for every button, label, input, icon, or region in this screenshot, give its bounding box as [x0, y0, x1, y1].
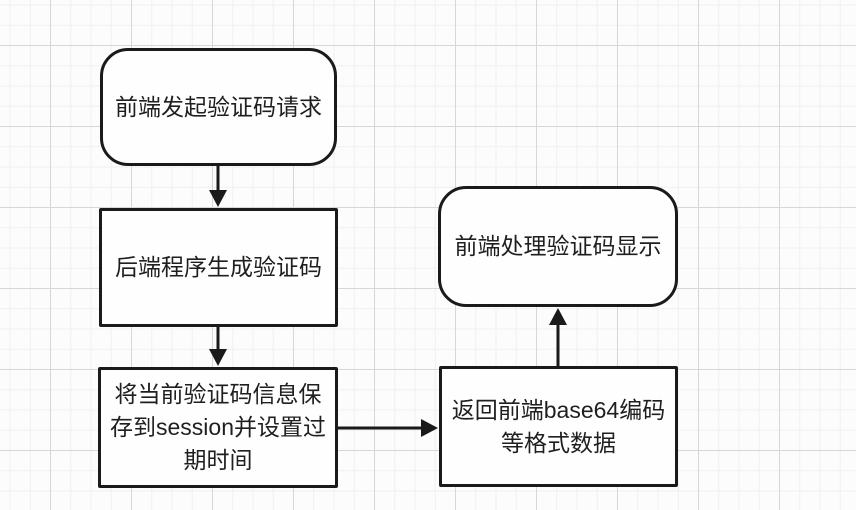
arrowhead-down-icon	[209, 349, 227, 366]
arrow-n4-n5	[549, 308, 567, 366]
node-label: 后端程序生成验证码	[115, 254, 322, 280]
node-label: 将当前验证码信息保 存到session并设置过 期时间	[110, 381, 326, 473]
node-label: 前端处理验证码显示	[454, 233, 662, 259]
flow-node-backend-generate: 后端程序生成验证码	[99, 208, 338, 327]
node-label: 返回前端base64编码 等格式数据	[451, 396, 666, 456]
arrow-n3-n4	[338, 419, 438, 437]
flow-node-return-base64: 返回前端base64编码 等格式数据	[439, 366, 678, 487]
flow-node-frontend-request: 前端发起验证码请求	[100, 48, 337, 166]
node-label: 前端发起验证码请求	[115, 93, 322, 120]
arrow-n1-n2	[209, 166, 227, 207]
arrowhead-right-icon	[421, 419, 438, 437]
flow-node-frontend-display: 前端处理验证码显示	[438, 186, 678, 307]
arrow-n2-n3	[209, 327, 227, 366]
flow-node-save-session: 将当前验证码信息保 存到session并设置过 期时间	[98, 367, 338, 488]
arrowhead-up-icon	[549, 308, 567, 325]
arrowhead-down-icon	[209, 190, 227, 207]
